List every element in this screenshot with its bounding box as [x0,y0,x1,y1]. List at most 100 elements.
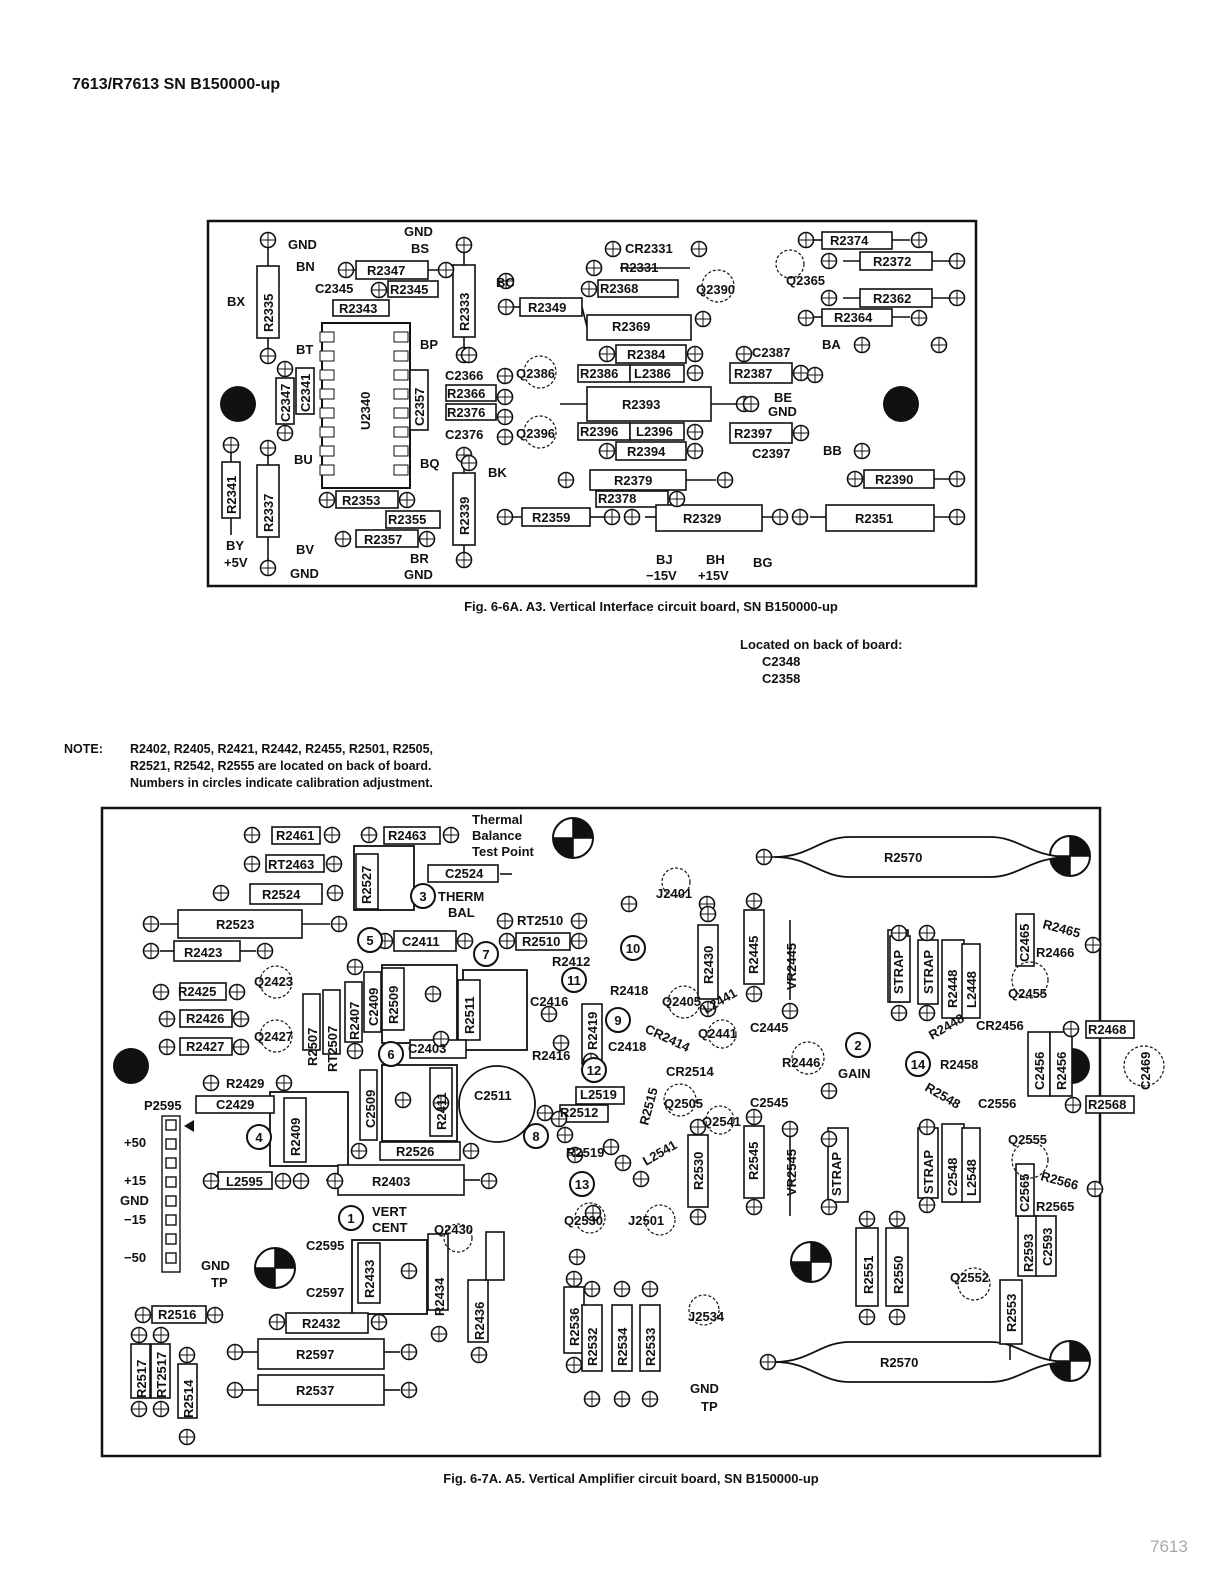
label-q2396: Q2396 [516,426,555,441]
label-q2541: Q2541 [702,1114,741,1129]
label-c2357: C2357 [412,388,427,426]
label-r2456: R2456 [1054,1052,1069,1090]
label-r2570: R2570 [884,850,922,865]
adjustment-number: 10 [626,941,640,956]
label-q2455: Q2455 [1008,986,1047,1001]
label-r2335: R2335 [261,294,276,332]
a3-board-diagram: GND GND BS BN BX BT BP BU BQ BK BY +5V B… [206,219,978,588]
label-p2595: P2595 [144,1098,182,1113]
label-r2510: R2510 [522,934,560,949]
label-r2533: R2533 [643,1328,658,1366]
label-strap: STRAP [891,950,906,994]
label-vr2545: VR2545 [784,1149,799,1196]
label-r2534: R2534 [615,1327,630,1366]
label-tp: TP [211,1275,228,1290]
p2595-connector [161,1115,181,1273]
label-r2386: R2386 [580,366,618,381]
label-c2445: C2445 [750,1020,788,1035]
label-j2401: J2401 [656,886,692,901]
label-bg: BG [753,555,773,570]
label-u2340: U2340 [358,392,373,430]
label-c2565: C2565 [1017,1174,1032,1212]
label-r2566: R2566 [1039,1168,1080,1192]
label-c2597: C2597 [306,1285,344,1300]
label-r2387: R2387 [734,366,772,381]
label-c2456: C2456 [1032,1052,1047,1090]
label-r2432: R2432 [302,1316,340,1331]
label-r2519: R2519 [566,1145,604,1160]
label-r2341: R2341 [224,476,239,514]
label-c2556: C2556 [978,1096,1016,1111]
label-r2511: R2511 [462,996,477,1034]
label-r2434: R2434 [432,1277,447,1316]
adjustment-number: 3 [419,889,426,904]
label-r2597: R2597 [296,1347,334,1362]
label-test-point: Test Point [472,844,535,859]
label-bk: BK [488,465,507,480]
label-p5v: +5V [224,555,248,570]
label-r2331: R2331 [620,260,658,275]
label-q2427: Q2427 [254,1029,293,1044]
label-r2353: R2353 [342,493,380,508]
label-q2505: Q2505 [664,1096,703,1111]
label-cr2514: CR2514 [666,1064,714,1079]
label-c2341: C2341 [298,374,313,412]
label-c2366: C2366 [445,368,483,383]
label-r2458: R2458 [940,1057,978,1072]
label-tp: TP [701,1399,718,1414]
label-q2386: Q2386 [516,366,555,381]
label-c2545: C2545 [750,1095,788,1110]
label-c2511: C2511 [474,1088,512,1103]
adjustment-number: 14 [911,1057,926,1072]
label-be: BE [774,390,792,405]
label-r2551: R2551 [861,1256,876,1294]
label-thermal: Thermal [472,812,523,827]
label-r2448: R2448 [945,970,960,1008]
label-l2396: L2396 [636,424,673,439]
label-r2425: R2425 [178,984,216,999]
note-line: Numbers in circles indicate calibration … [130,776,433,790]
label-q2555: Q2555 [1008,1132,1047,1147]
label-r2364: R2364 [834,310,873,325]
label-ba: BA [822,337,841,352]
label-l2541: L2541 [640,1137,679,1168]
label-therm: THERM [438,889,484,904]
label-r2514: R2514 [181,1379,196,1418]
label-r2351: R2351 [855,511,893,526]
label-strap: STRAP [921,1150,936,1194]
label-r2419: R2419 [585,1012,600,1050]
label-bq: BQ [420,456,440,471]
figure-caption-a3: Fig. 6-6A. A3. Vertical Interface circui… [464,599,838,614]
label-r2412: R2412 [552,954,590,969]
label-q2441: Q2441 [698,1026,737,1041]
label-vr2445: VR2445 [784,943,799,990]
page-header: 7613/R7613 SN B150000-up [72,76,281,93]
label-q2423: Q2423 [254,974,293,989]
label-strap: STRAP [829,1152,844,1196]
label-r2337: R2337 [261,494,276,532]
label-strap: STRAP [921,950,936,994]
label-r2355: R2355 [388,512,426,527]
label-r2390: R2390 [875,472,913,487]
label-r2463: R2463 [388,828,426,843]
label-p15: +15 [124,1173,146,1188]
test-point-target [790,1241,832,1283]
adjustment-number: 1 [347,1211,354,1226]
label-gnd: GND [404,224,433,239]
label-r2379: R2379 [614,473,652,488]
a3-board-outline [206,219,978,588]
label-c2469: C2469 [1138,1052,1153,1090]
label-cr2414: CR2414 [643,1021,693,1055]
label-gain: GAIN [838,1066,871,1081]
label-c2416: C2416 [530,994,568,1009]
label-r2426: R2426 [186,1011,224,1026]
label-cent: CENT [372,1220,407,1235]
label-gnd-tp: GND [201,1258,230,1273]
label-cr2456: CR2456 [976,1018,1024,1033]
label-c2429: C2429 [216,1097,254,1112]
label-r2568: R2568 [1088,1097,1126,1112]
page-number: 7613 [1150,1537,1188,1556]
label-r2427: R2427 [186,1039,224,1054]
label-r2409: R2409 [288,1118,303,1156]
label-r2369: R2369 [612,319,650,334]
